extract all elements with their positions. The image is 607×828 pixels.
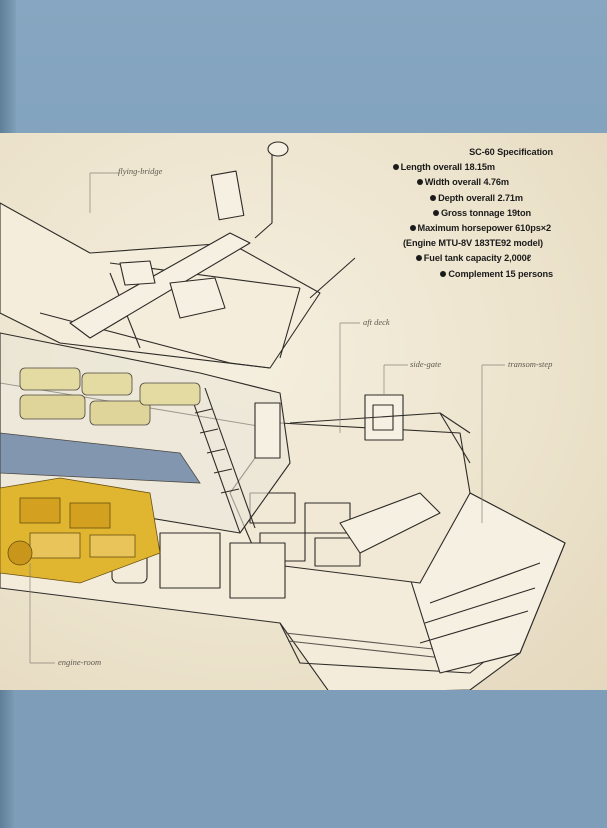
- callout-engine-room: engine-room: [58, 657, 102, 667]
- callout-transom-step: transom-step: [508, 359, 553, 369]
- spec-item: Maximum horsepower 610ps×2: [293, 221, 553, 236]
- bullet-icon: [415, 255, 422, 262]
- spec-item-engine: (Engine MTU-8V 183TE92 model): [402, 238, 543, 249]
- boat-illustration-panel: flying-bridge aft deck side-gate transom…: [0, 133, 607, 690]
- bullet-icon: [409, 225, 416, 232]
- callout-aft-deck: aft deck: [363, 317, 390, 327]
- bullet-icon: [433, 209, 439, 216]
- spec-item: Fuel tank capacity 2,000ℓ: [293, 251, 553, 266]
- boat-cutaway-illustration: [0, 141, 566, 690]
- spec-title: SC-60 Specification: [469, 147, 553, 157]
- spec-item: Depth overall 2.71m: [293, 191, 553, 206]
- spec-item: Length overall 18.15m: [293, 160, 553, 175]
- spec-item: Complement 15 persons: [293, 267, 553, 282]
- bullet-icon: [416, 179, 423, 186]
- callout-flying-bridge: flying-bridge: [118, 166, 163, 176]
- bullet-icon: [440, 270, 447, 277]
- bullet-icon: [430, 194, 437, 201]
- spec-item: Width overall 4.76m: [293, 175, 553, 190]
- callout-side-gate: side-gate: [410, 359, 442, 369]
- bullet-icon: [392, 164, 399, 171]
- spec-item: Gross tonnage 19ton: [293, 206, 553, 221]
- specification-block: SC-60 Specification Length overall 18.15…: [293, 145, 553, 282]
